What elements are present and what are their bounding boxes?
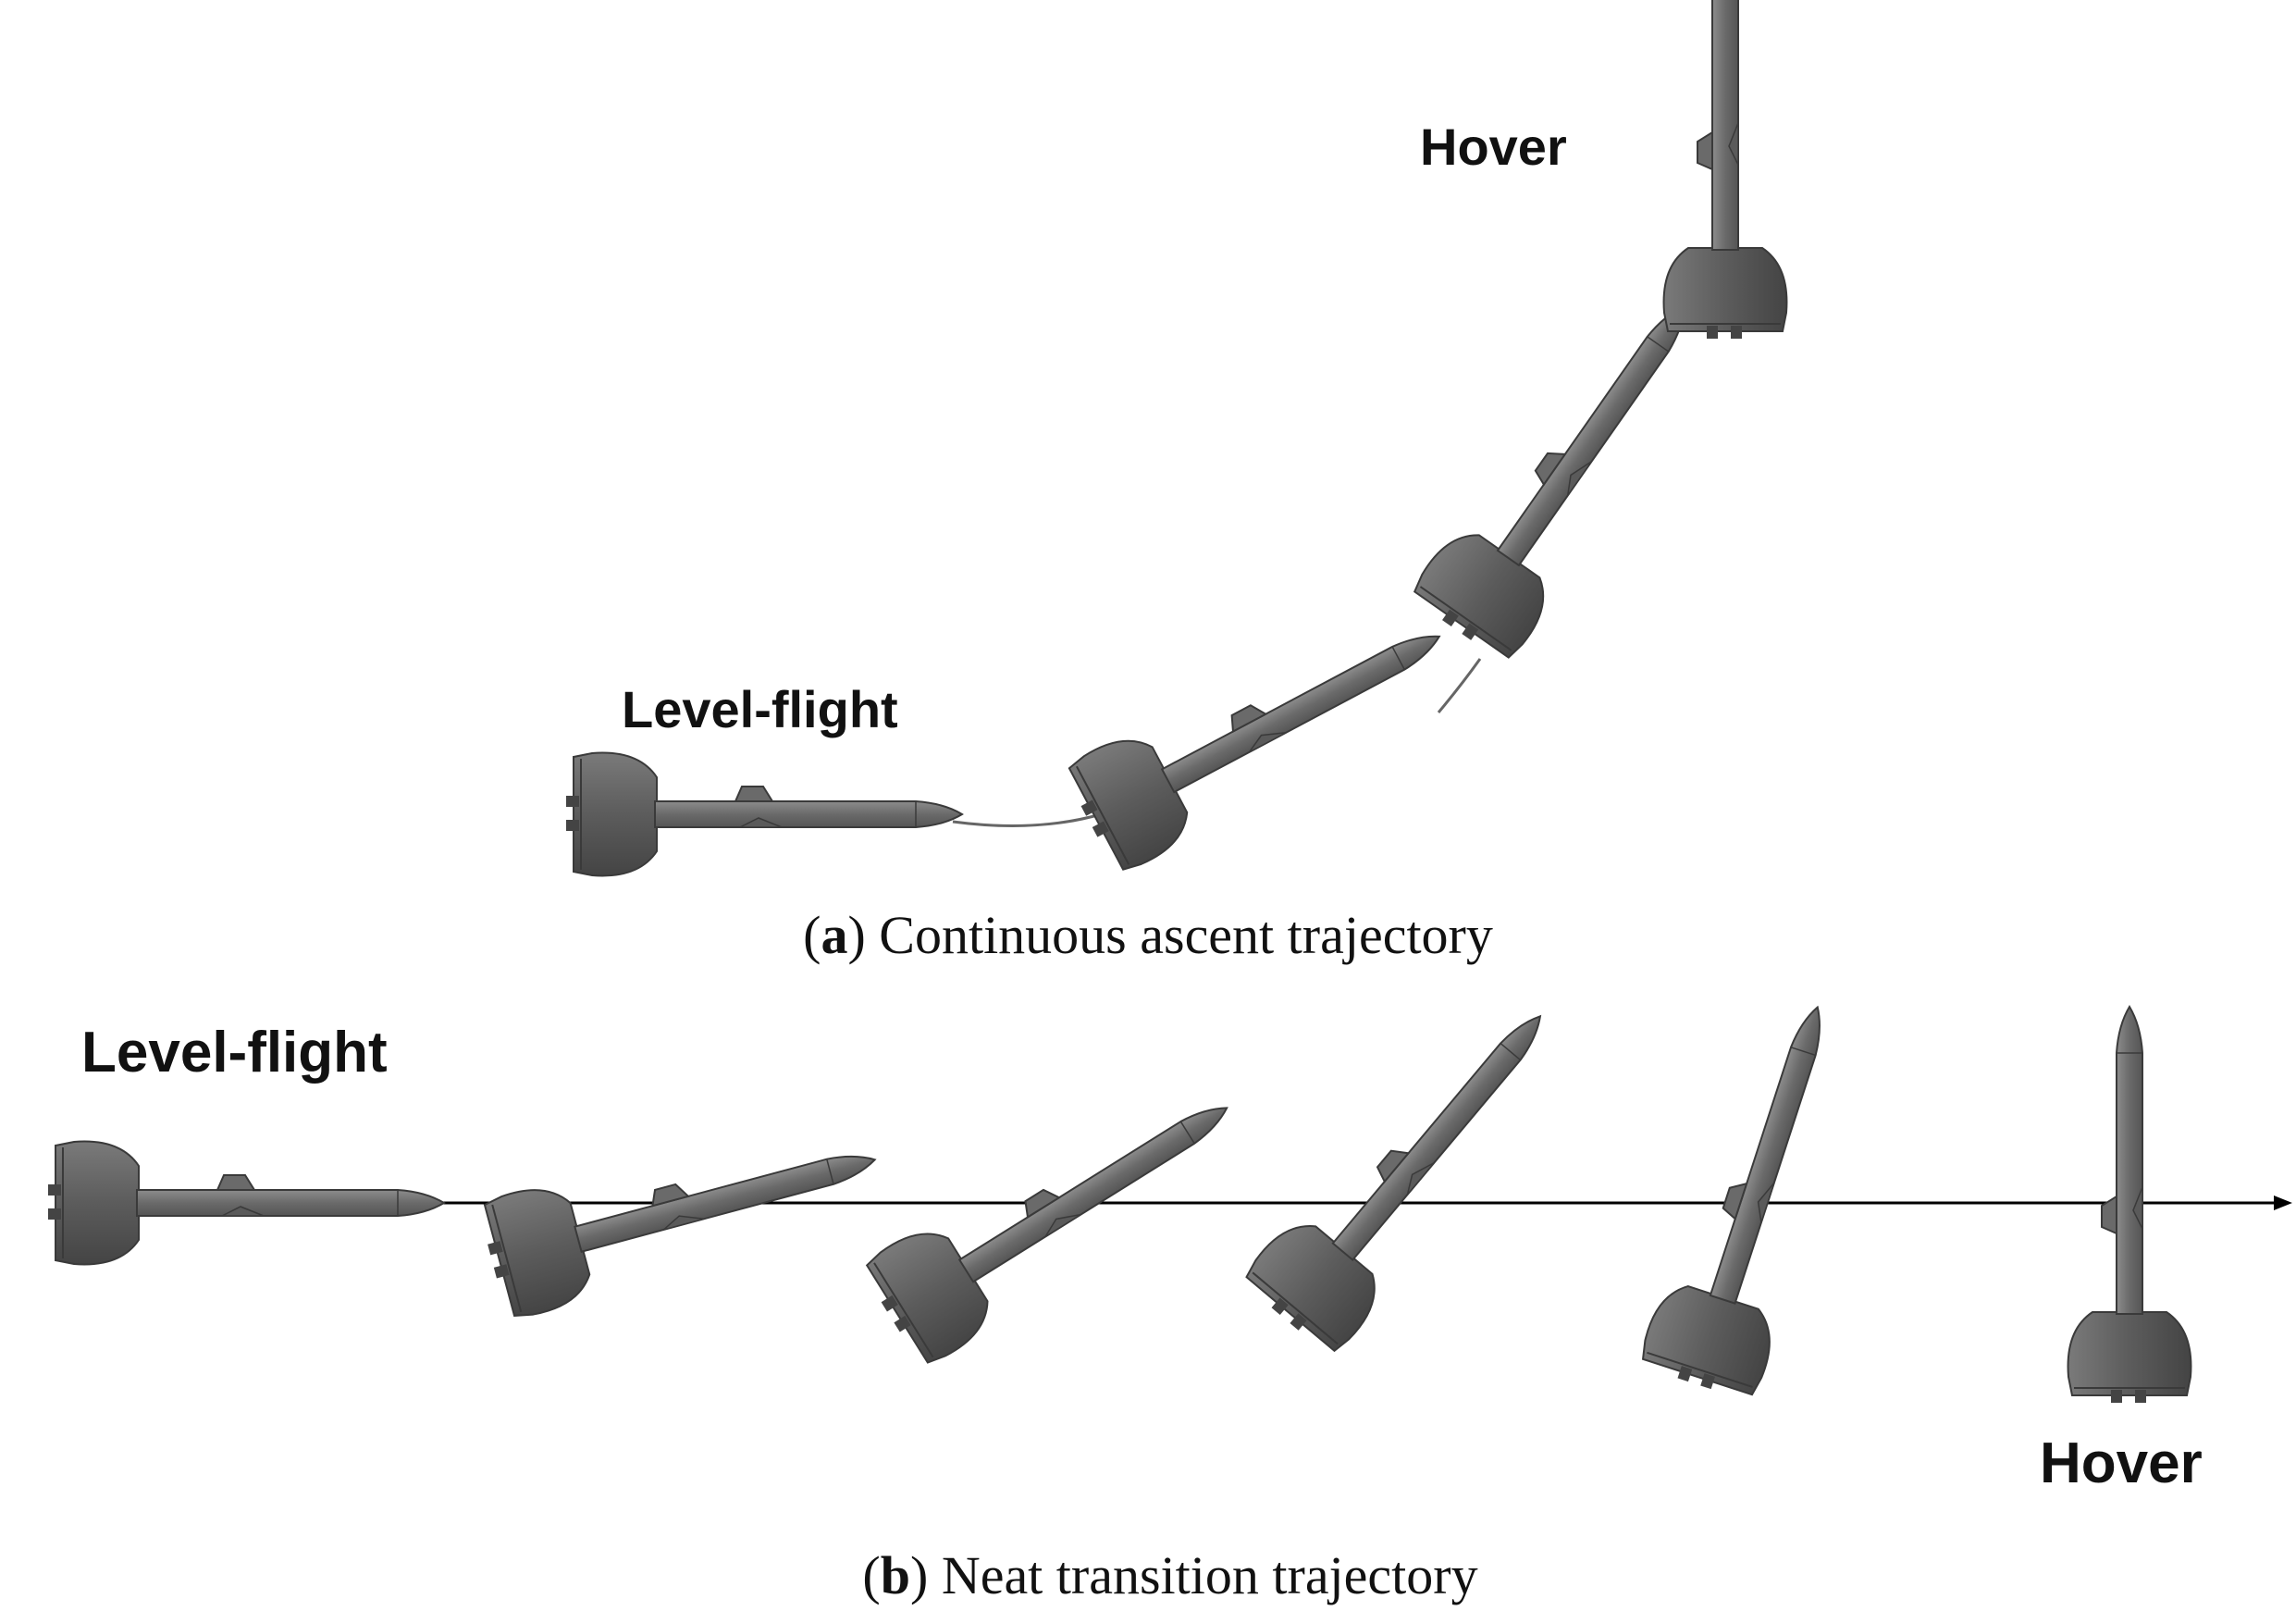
craft-a-climb-1 bbox=[1059, 581, 1470, 878]
reference-axis-arrowhead bbox=[2274, 1196, 2292, 1210]
caption-b: (b) Neat transition trajectory bbox=[862, 1545, 1477, 1605]
craft-b-6-hover bbox=[2067, 1006, 2192, 1404]
panel-b-diagram: Level-flight Hover bbox=[47, 975, 2292, 1495]
craft-b-1-level bbox=[47, 1140, 445, 1266]
craft-a-hover bbox=[1662, 0, 1788, 340]
panel-a-level-label: Level-flight bbox=[622, 680, 898, 738]
craft-a-level bbox=[565, 751, 963, 877]
craft-b-3 bbox=[857, 1055, 1261, 1371]
caption-b-letter: b bbox=[881, 1545, 910, 1605]
panel-a-diagram: Hover Level-flight bbox=[565, 0, 1788, 878]
craft-b-4 bbox=[1237, 975, 1588, 1360]
panel-a-hover-label: Hover bbox=[1420, 118, 1567, 176]
panel-b-level-label: Level-flight bbox=[81, 1021, 388, 1084]
panel-b-hover-label: Hover bbox=[2040, 1431, 2203, 1495]
caption-a-letter: a bbox=[821, 905, 847, 965]
caption-a: (a) Continuous ascent trajectory bbox=[803, 905, 1493, 965]
craft-b-5 bbox=[1636, 987, 1878, 1405]
ascent-trajectory-curve bbox=[952, 306, 1681, 827]
caption-a-text: Continuous ascent trajectory bbox=[866, 905, 1493, 965]
caption-b-text: Neat transition trajectory bbox=[928, 1545, 1477, 1605]
craft-b-2 bbox=[475, 1099, 892, 1323]
